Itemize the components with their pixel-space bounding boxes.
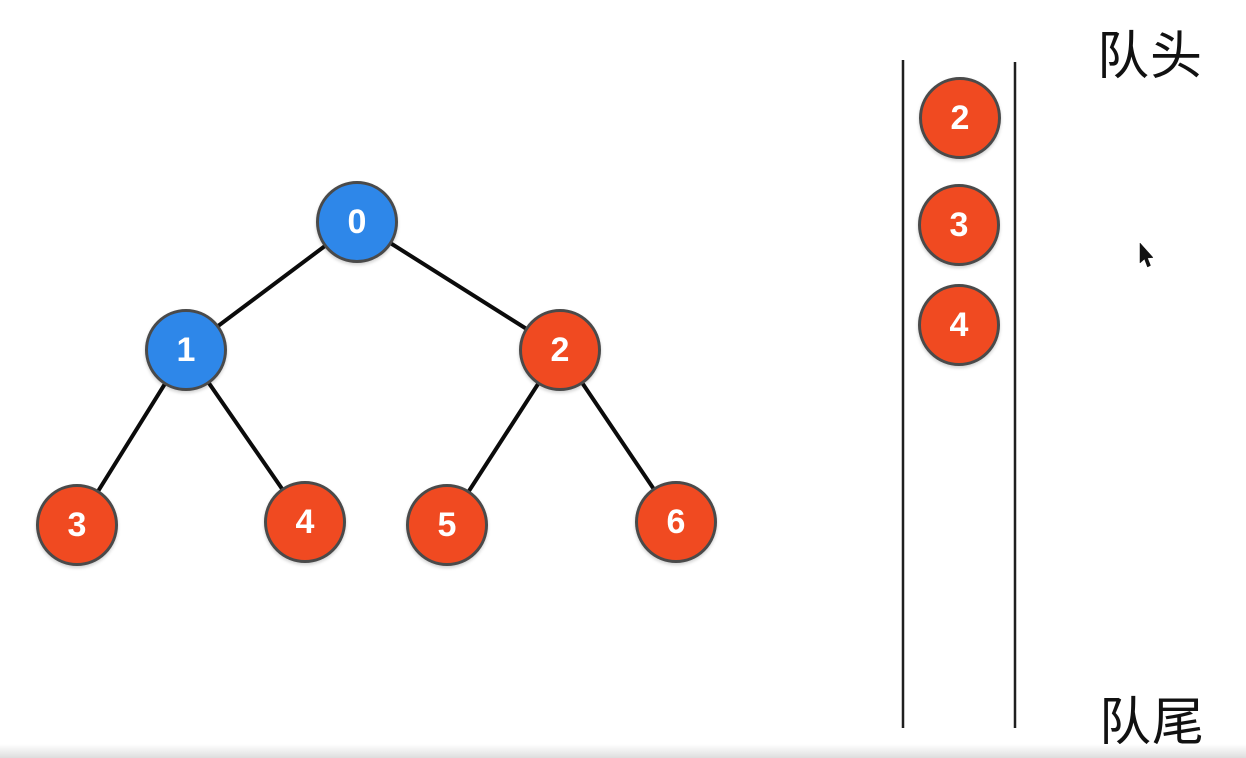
tree-node-1: 1 — [145, 309, 227, 391]
queue-item-label: 3 — [949, 206, 969, 244]
queue-item-label: 2 — [950, 99, 970, 137]
queue-tail-label: 队尾 — [1099, 694, 1206, 752]
tree-node-label: 4 — [295, 503, 315, 541]
queue-item-1: 3 — [918, 184, 1000, 266]
tree-node-6: 6 — [635, 481, 717, 563]
tree-node-label: 2 — [550, 331, 570, 369]
tree-node-label: 0 — [347, 203, 367, 241]
tree-node-2: 2 — [519, 309, 601, 391]
tree-node-3: 3 — [36, 484, 118, 566]
tree-node-label: 5 — [437, 506, 457, 544]
bottom-edge-bar — [0, 744, 1246, 758]
queue-item-label: 4 — [949, 306, 969, 344]
mouse-cursor — [1139, 243, 1154, 268]
queue-item-0: 2 — [919, 77, 1001, 159]
tree-node-label: 3 — [67, 506, 87, 544]
tree-node-5: 5 — [406, 484, 488, 566]
tree-node-0: 0 — [316, 181, 398, 263]
queue-head-label: 队头 — [1097, 28, 1204, 86]
tree-node-4: 4 — [264, 481, 346, 563]
queue-item-2: 4 — [918, 284, 1000, 366]
tree-node-label: 6 — [666, 503, 686, 541]
tree-node-label: 1 — [176, 331, 196, 369]
